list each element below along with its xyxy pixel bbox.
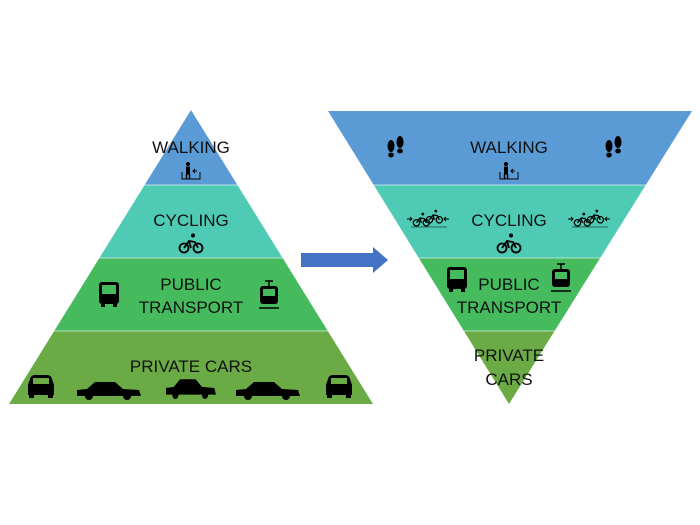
right-band-private-cars [328,331,692,404]
left-label-walking: WALKING [152,138,230,157]
left-label-private-cars: PRIVATE CARS [130,357,252,376]
right-label-cars: CARS [485,370,532,389]
left-label-cycling: CYCLING [153,211,229,230]
left-label-transport: TRANSPORT [139,298,244,317]
right-label-cycling: CYCLING [471,211,547,230]
right-label-walking: WALKING [470,138,548,157]
right-label-private: PRIVATE [474,346,544,365]
bus-icon [447,267,467,292]
car-icon [28,375,54,398]
left-label-public: PUBLIC [160,275,221,294]
car-icon [326,375,352,398]
transition-arrow [301,247,388,273]
bus-icon [99,282,119,307]
right-label-transport: TRANSPORT [457,298,562,317]
left-band-public-transport [9,258,373,331]
right-label-public: PUBLIC [478,275,539,294]
